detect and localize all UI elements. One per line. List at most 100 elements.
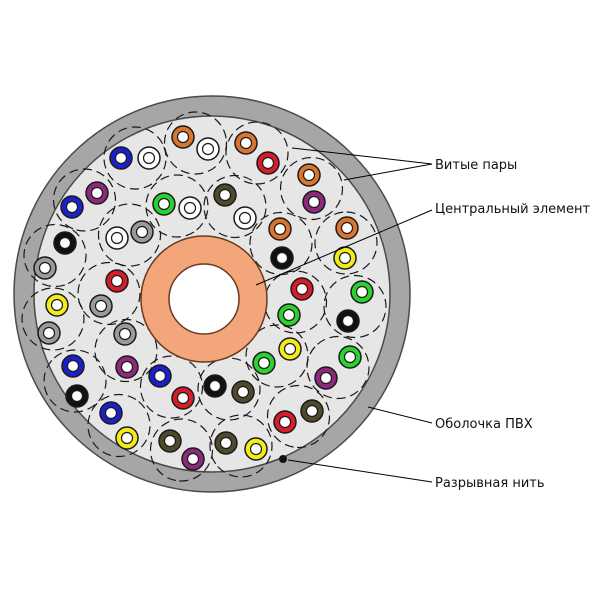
conductor-gray [37,321,61,345]
conductor-core [295,282,309,296]
conductor-core [153,369,167,383]
conductor-core [183,201,197,215]
conductor-black [270,246,294,270]
conductor-core [114,151,128,165]
conductor-core [42,326,56,340]
conductor-black [203,374,227,398]
conductor-purple [314,366,338,390]
conductor-core [273,222,287,236]
conductor-blue [99,401,123,425]
leader-central-element [255,209,433,286]
conductor-olive [231,380,255,404]
leader-twisted-pairs-2 [343,163,433,181]
pair-boundary [43,349,107,413]
conductor-core [302,168,316,182]
conductor-blue [61,354,85,378]
conductor-green [350,280,374,304]
conductor-core [58,236,72,250]
central-element-hole [168,263,240,335]
conductor-red [273,410,297,434]
conductor-orange [335,216,359,240]
ripcord [279,455,287,463]
conductor-core [261,156,275,170]
pair-boundary [21,287,85,351]
conductor-core [338,251,352,265]
pair-boundary [52,168,117,232]
conductor-core [176,391,190,405]
conductor-core [278,415,292,429]
conductor-white [233,206,257,230]
conductor-core [38,261,52,275]
conductor-black [336,309,360,333]
conductor-core [208,379,222,393]
leader-pvc-sheath [367,406,433,424]
conductor-core [110,274,124,288]
conductor-yellow [333,246,357,270]
conductor-core [275,251,289,265]
conductor-core [218,188,232,202]
conductor-core [201,142,215,156]
conductor-yellow [115,426,139,450]
conductor-core [66,359,80,373]
conductor-black [65,384,89,408]
conductor-red [256,151,280,175]
conductor-core [163,434,177,448]
conductor-core [70,389,84,403]
label-pvc-sheath: Оболочка ПВХ [435,417,533,432]
conductor-red [171,386,195,410]
conductor-red [105,269,129,293]
conductor-core [238,211,252,225]
conductor-core [94,299,108,313]
conductor-core [319,371,333,385]
conductor-core [249,442,263,456]
pair-boundary [225,121,289,185]
conductor-gray [89,294,113,318]
conductor-core [104,406,118,420]
conductor-green [152,192,176,216]
label-central-element: Центральный элемент [435,202,590,217]
pair-boundary [145,174,209,238]
conductor-white [105,226,129,250]
conductor-olive [214,431,238,455]
pair-boundary [97,203,162,267]
conductor-core [120,431,134,445]
conductor-core [341,314,355,328]
conductor-core [142,151,156,165]
conductor-core [118,327,132,341]
conductor-olive [213,183,237,207]
conductor-purple [302,190,326,214]
conductor-core [305,404,319,418]
pair-boundary [323,274,387,339]
pair-boundary [23,223,87,288]
conductor-orange [171,125,195,149]
conductor-yellow [244,437,268,461]
conductor-core [283,342,297,356]
pair-boundary [203,174,267,239]
conductor-purple [115,355,139,379]
conductor-core [50,298,64,312]
conductor-core [186,452,200,466]
conductor-core [307,195,321,209]
label-twisted-pairs: Витые пары [435,158,517,173]
conductor-gray [130,220,154,244]
conductor-gray [33,256,57,280]
conductor-white [178,196,202,220]
conductor-black [53,231,77,255]
conductor-purple [181,447,205,471]
pair-boundary [209,414,273,478]
conductor-core [219,436,233,450]
pair-boundary [103,126,167,190]
pair-boundary [163,111,228,175]
conductor-green [277,303,301,327]
conductor-core [340,221,354,235]
conductor-orange [268,217,292,241]
conductor-core [282,308,296,322]
conductor-purple [85,181,109,205]
label-ripcord: Разрывная нить [435,476,545,491]
conductor-core [236,385,250,399]
pair-boundary [306,335,370,400]
pair-boundary [149,418,214,482]
conductor-green [338,345,362,369]
pair-boundary [249,211,313,276]
